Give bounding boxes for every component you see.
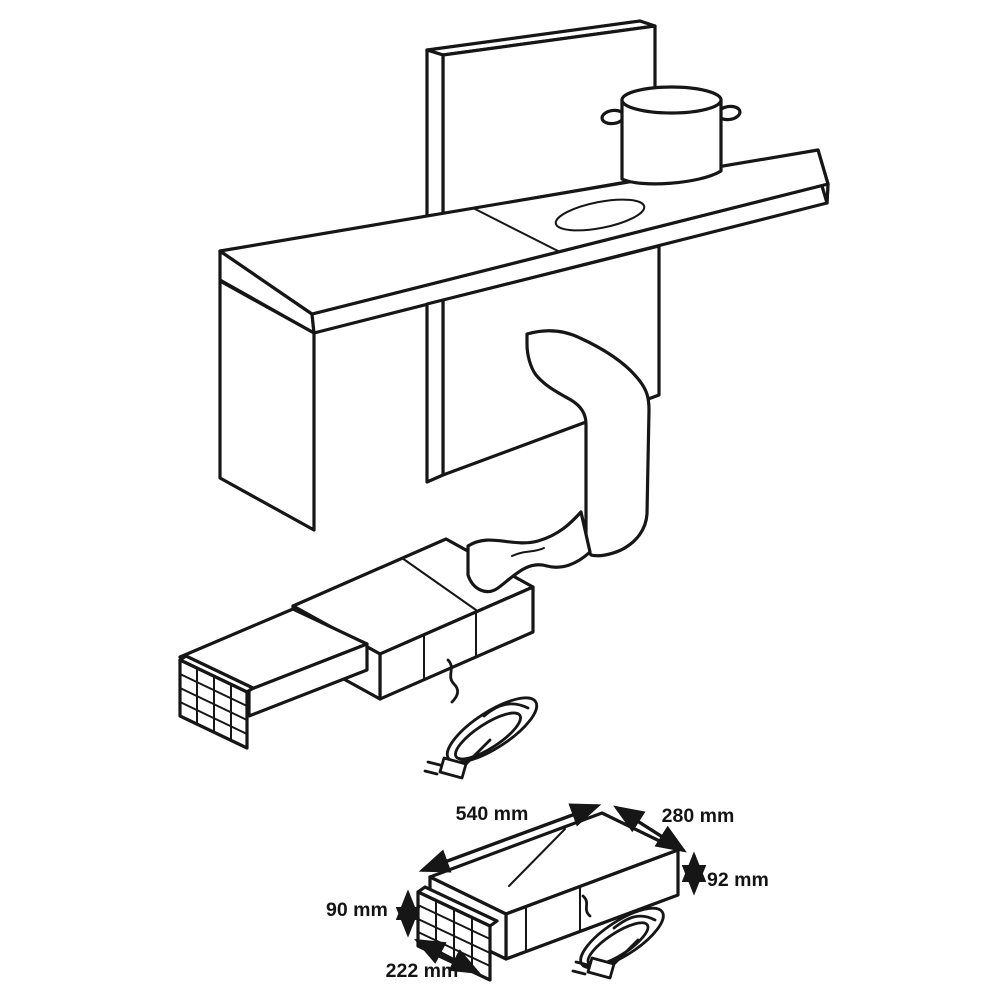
cord-tail bbox=[464, 738, 492, 766]
cooktop-section-line bbox=[474, 208, 561, 253]
plug-pin bbox=[426, 760, 442, 767]
cooking-pot bbox=[600, 85, 742, 186]
label-body-height: 92 mm bbox=[707, 869, 769, 891]
plug-pin bbox=[423, 769, 439, 776]
plug-pin-dim bbox=[574, 960, 590, 967]
plug-pin-dim bbox=[571, 969, 587, 976]
dimension-labels: 540 mm 280 mm 92 mm 90 mm 222 mm bbox=[326, 803, 769, 982]
hose-crease bbox=[511, 547, 545, 557]
worktop bbox=[218, 148, 830, 335]
power-cord-dim bbox=[571, 894, 665, 980]
back-panel-edge-strip bbox=[425, 48, 445, 218]
cord-coil-inner bbox=[454, 711, 522, 761]
arrow-length-540 bbox=[418, 803, 602, 873]
power-cord-main bbox=[423, 658, 539, 780]
pot-body bbox=[620, 98, 723, 186]
grille-slat-row bbox=[179, 673, 248, 707]
dimension-view: 540 mm 280 mm 92 mm 90 mm 222 mm bbox=[326, 803, 769, 982]
grille-slat-row bbox=[179, 687, 248, 721]
arrow-width-222 bbox=[413, 938, 482, 975]
back-panel-lower-edge-strip bbox=[425, 298, 445, 484]
cabinet-side-panel bbox=[218, 279, 316, 532]
label-grille-width: 222 mm bbox=[386, 960, 459, 982]
outlet-duct-section bbox=[178, 607, 369, 718]
cord-wiggle bbox=[446, 658, 459, 704]
dimension-arrows bbox=[395, 803, 707, 975]
cord-cross-dim bbox=[612, 914, 657, 930]
outlet-duct-front bbox=[247, 642, 369, 718]
grille-slat-row bbox=[179, 701, 248, 735]
flexible-hose bbox=[466, 510, 592, 594]
power-plug-dim bbox=[586, 956, 616, 980]
pot-rim bbox=[620, 85, 723, 115]
power-plug bbox=[438, 756, 468, 780]
air-outlet-grille bbox=[178, 654, 255, 750]
label-depth: 280 mm bbox=[662, 805, 735, 827]
label-grille-height: 90 mm bbox=[326, 899, 388, 921]
unit-top-seam bbox=[401, 557, 477, 611]
arrow-depth-280 bbox=[613, 805, 687, 853]
cord-cross bbox=[482, 702, 530, 718]
worktop-top-face bbox=[218, 148, 830, 316]
installation-illustration bbox=[178, 19, 830, 780]
back-panel-upper bbox=[425, 19, 657, 218]
cord-wiggle-dim bbox=[581, 894, 592, 918]
cord-tail-dim bbox=[612, 938, 640, 966]
exhaust-duct bbox=[525, 329, 651, 558]
dim-grille-row bbox=[417, 904, 491, 940]
label-length: 540 mm bbox=[456, 803, 529, 825]
cooktop-cutout-hole bbox=[554, 198, 646, 232]
